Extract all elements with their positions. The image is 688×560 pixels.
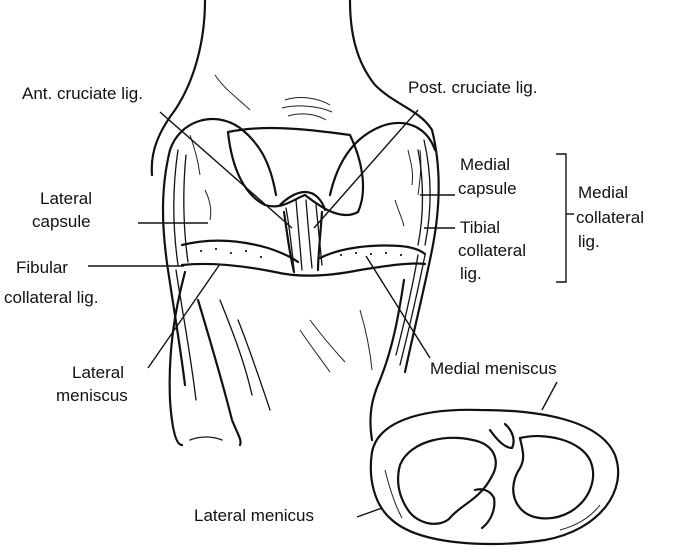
labels: Ant. cruciate lig. Post. cruciate lig. L… bbox=[4, 78, 644, 525]
label-medial-collateral-line1: Medial bbox=[578, 183, 628, 202]
label-ant-cruciate-lig: Ant. cruciate lig. bbox=[22, 84, 143, 103]
medial-capsule-and-tibial-ligament bbox=[396, 130, 439, 372]
lateral-capsule-and-fibular-ligament bbox=[163, 150, 196, 400]
label-post-cruciate-lig: Post. cruciate lig. bbox=[408, 78, 537, 97]
label-lateral-meniscus-line2: meniscus bbox=[56, 386, 128, 405]
label-tibial-collateral-line2: collateral bbox=[458, 241, 526, 260]
tibial-plateau-top-view bbox=[371, 410, 618, 544]
joint-menisci bbox=[182, 241, 425, 276]
label-lateral-meniscus-line1: Lateral bbox=[72, 363, 124, 382]
tibia-fibula bbox=[170, 272, 404, 445]
label-medial-meniscus: Medial meniscus bbox=[430, 359, 557, 378]
label-lateral-capsule-line2: capsule bbox=[32, 212, 91, 231]
femur bbox=[152, 0, 435, 226]
label-lateral-capsule-line1: Lateral bbox=[40, 189, 92, 208]
label-medial-capsule-line1: Medial bbox=[460, 155, 510, 174]
label-medial-collateral-line2: collateral bbox=[576, 208, 644, 227]
label-tibial-collateral-line1: Tibial bbox=[460, 218, 500, 237]
label-fibular-collateral-line2: collateral lig. bbox=[4, 288, 99, 307]
label-medial-capsule-line2: capsule bbox=[458, 179, 517, 198]
label-lateral-menicus: Lateral menicus bbox=[194, 506, 314, 525]
label-fibular-collateral-line1: Fibular bbox=[16, 258, 68, 277]
label-tibial-collateral-line3: lig. bbox=[460, 264, 482, 283]
label-medial-collateral-line3: lig. bbox=[578, 232, 600, 251]
